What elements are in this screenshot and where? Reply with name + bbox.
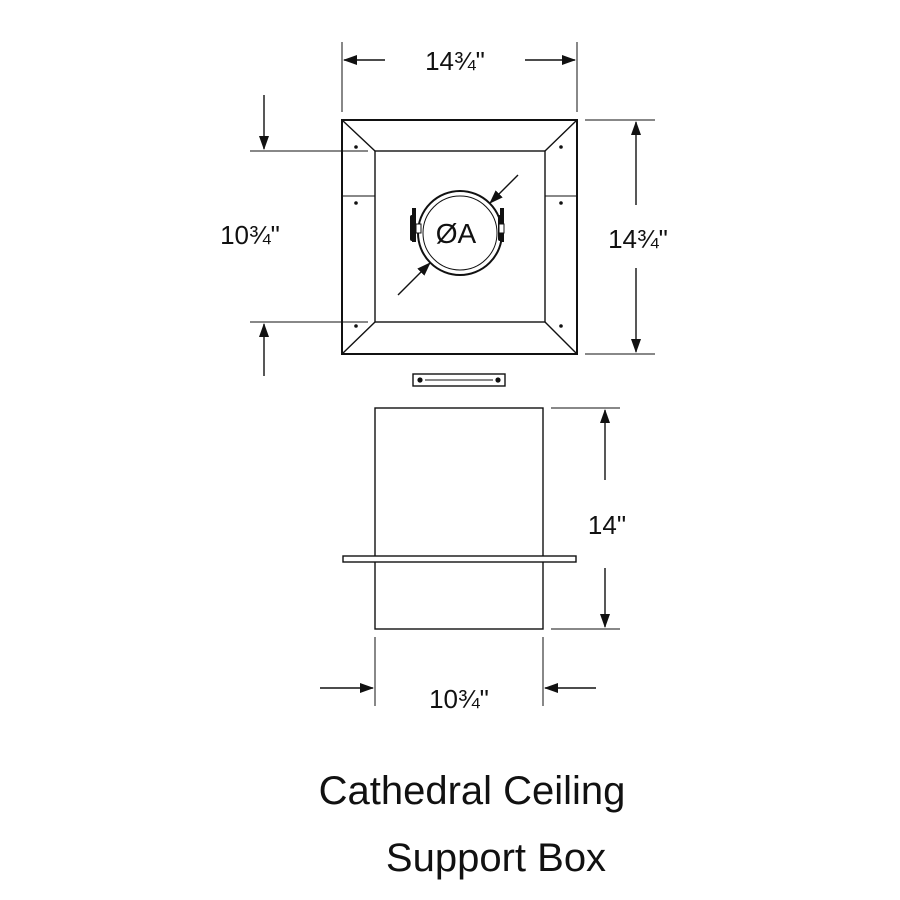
box-body bbox=[374, 407, 544, 630]
clamp-band bbox=[412, 373, 506, 387]
box-width-label: 10¾" bbox=[429, 684, 489, 714]
pipe-diameter-label: ØA bbox=[436, 218, 477, 249]
diameter-arrow-upper bbox=[489, 174, 519, 204]
box-flange bbox=[342, 555, 577, 563]
box-height-dimension: 14" bbox=[551, 407, 626, 630]
left-opening-dimension: 10¾" bbox=[220, 95, 368, 376]
title-line-2: Support Box bbox=[386, 836, 606, 880]
diameter-arrow-lower bbox=[397, 262, 431, 296]
right-height-label: 14¾" bbox=[608, 224, 668, 254]
right-height-dimension: 14¾" bbox=[585, 119, 668, 355]
top-width-label: 14¾" bbox=[425, 46, 485, 76]
pipe-clamp-right bbox=[498, 208, 505, 242]
pipe-clamp-left bbox=[410, 208, 422, 242]
side-view: 14" 10¾" bbox=[320, 407, 626, 714]
inner-opening bbox=[374, 150, 546, 323]
top-width-dimension: 14¾" bbox=[341, 42, 578, 112]
outer-flange bbox=[341, 119, 578, 355]
title-line-1: Cathedral Ceiling bbox=[319, 769, 626, 813]
screw-holes bbox=[354, 145, 563, 328]
left-opening-label: 10¾" bbox=[220, 220, 280, 250]
box-width-dimension: 10¾" bbox=[320, 637, 596, 714]
box-height-label: 14" bbox=[588, 510, 626, 540]
mitre-lines bbox=[341, 119, 578, 355]
top-view: ØA 14¾" 14¾" 10¾" bbox=[220, 42, 668, 376]
